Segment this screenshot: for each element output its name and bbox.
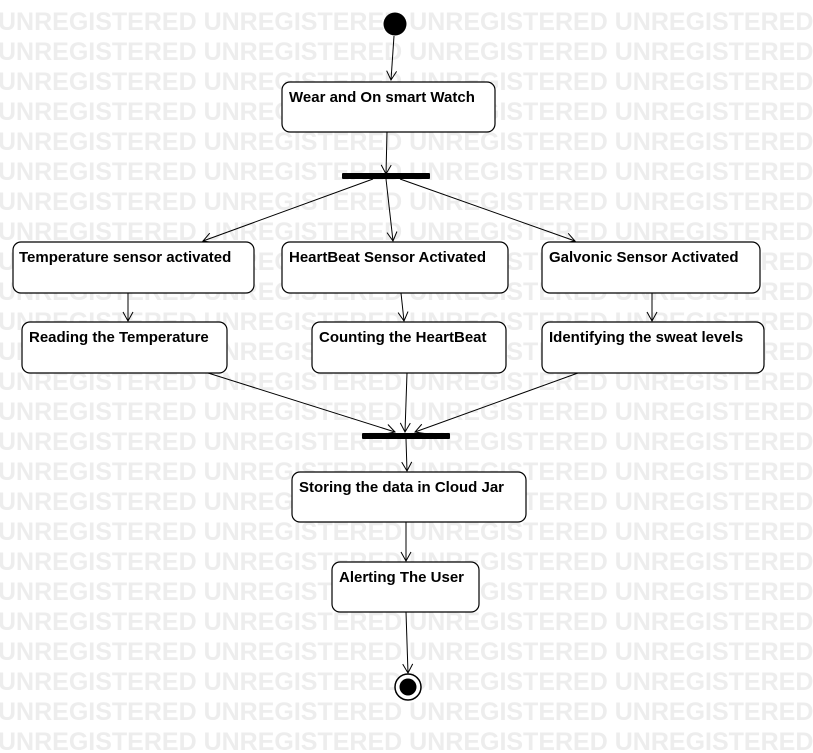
edge-heartbeat-sensor-to-counting [397, 292, 409, 323]
watermark-row: UNREGISTERED UNREGISTERED UNREGISTERED U… [0, 128, 813, 156]
edge-fork-to-temp-sensor [202, 178, 374, 244]
activity-label: Reading the Temperature [29, 329, 209, 346]
watermark-row: UNREGISTERED UNREGISTERED UNREGISTERED U… [0, 188, 813, 216]
activity-temperature-sensor[interactable]: Temperature sensor activated [12, 241, 255, 294]
edge-alerting-to-end [402, 611, 414, 675]
activity-sweat-levels[interactable]: Identifying the sweat levels [541, 321, 765, 374]
edges [122, 35, 658, 675]
edge-sweat-to-join [414, 372, 579, 435]
activity-label: Alerting The User [339, 569, 464, 586]
edge-start-to-wear [386, 35, 398, 82]
watermark-row: UNREGISTERED UNREGISTERED UNREGISTERED U… [0, 38, 813, 66]
edge-reading-to-join [207, 372, 396, 435]
watermark-row: UNREGISTERED UNREGISTERED UNREGISTERED U… [0, 728, 813, 753]
activity-heartbeat-sensor[interactable]: HeartBeat Sensor Activated [281, 241, 509, 294]
edge-fork-to-galvanic-sensor [399, 178, 576, 244]
watermark-row: UNREGISTERED UNREGISTERED UNREGISTERED U… [0, 638, 813, 666]
initial-node [383, 12, 407, 36]
activity-label: HeartBeat Sensor Activated [289, 249, 486, 266]
watermark-row: UNREGISTERED UNREGISTERED UNREGISTERED U… [0, 218, 813, 246]
final-node [394, 673, 422, 701]
fork-bar [342, 173, 430, 179]
activity-label: Galvonic Sensor Activated [549, 249, 739, 266]
edge-join-to-storing [401, 438, 413, 473]
watermark-row: UNREGISTERED UNREGISTERED UNREGISTERED U… [0, 398, 813, 426]
edge-counting-to-join [399, 372, 411, 434]
activity-wear-watch[interactable]: Wear and On smart Watch [281, 81, 496, 133]
activity-label: Wear and On smart Watch [289, 89, 475, 106]
watermark-row: UNREGISTERED UNREGISTERED UNREGISTERED U… [0, 8, 813, 36]
activity-reading-temperature[interactable]: Reading the Temperature [21, 321, 228, 374]
edge-wear-to-fork [380, 131, 392, 176]
activity-storing-data[interactable]: Storing the data in Cloud Jar [291, 471, 527, 523]
edge-fork-to-heartbeat-sensor [385, 178, 398, 243]
activity-label: Temperature sensor activated [19, 249, 231, 266]
join-bar [362, 433, 450, 439]
activity-label: Identifying the sweat levels [549, 329, 743, 346]
activity-label: Counting the HeartBeat [319, 329, 487, 346]
activity-galvanic-sensor[interactable]: Galvonic Sensor Activated [541, 241, 761, 294]
activity-alerting-user[interactable]: Alerting The User [331, 561, 480, 613]
activity-label: Storing the data in Cloud Jar [299, 479, 504, 496]
activity-counting-heartbeat[interactable]: Counting the HeartBeat [311, 321, 507, 374]
watermark-row: UNREGISTERED UNREGISTERED UNREGISTERED U… [0, 698, 813, 726]
